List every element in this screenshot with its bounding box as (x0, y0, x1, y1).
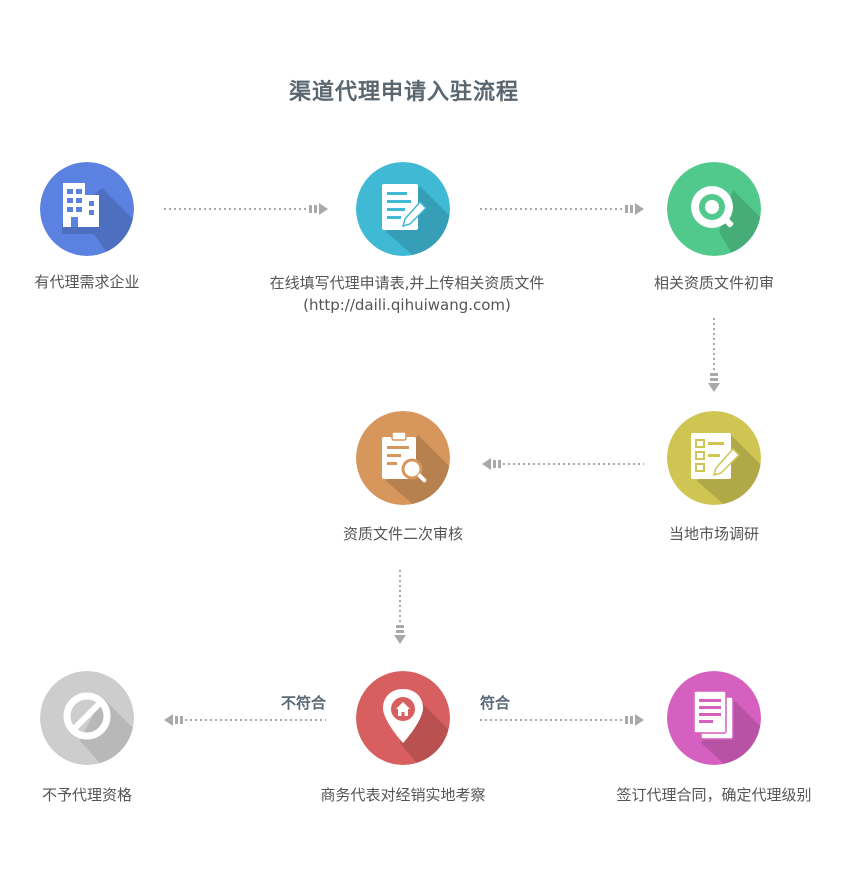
step-6-node (356, 671, 450, 765)
step-1-label: 有代理需求企业 (34, 273, 140, 291)
arrow-step6-to-step8 (480, 714, 644, 726)
step-7-label: 不予代理资格 (41, 786, 132, 804)
step-3-label: 相关资质文件初审 (653, 274, 774, 292)
step-1-node (40, 162, 134, 256)
search-icon (667, 162, 761, 256)
arrow-step1-to-step2 (164, 203, 328, 215)
arrow-step3-to-step4 (708, 318, 720, 392)
building-icon (40, 162, 134, 256)
clipboard-search-icon (356, 411, 450, 505)
arrow-step2-to-step3 (480, 203, 644, 215)
step-8-node (667, 671, 761, 765)
step-5-node (356, 411, 450, 505)
arrow-step5-to-step6 (394, 570, 406, 644)
step-6-label: 商务代表对经销实地考察 (320, 786, 486, 804)
page-title: 渠道代理申请入驻流程 (288, 80, 519, 105)
arrow-step4-to-step5 (482, 458, 644, 470)
step-2-label: 在线填写代理申请表,并上传相关资质文件 (269, 274, 545, 292)
location-home-icon (356, 671, 450, 765)
documents-icon (667, 671, 761, 765)
form-edit-icon (356, 162, 450, 256)
step-4-node (667, 411, 761, 505)
step-5-label: 资质文件二次审核 (342, 525, 463, 543)
step-7-node (40, 671, 134, 765)
step-2-node (356, 162, 450, 256)
checklist-pen-icon (667, 411, 761, 505)
step-3-node (667, 162, 761, 256)
step-2-sublabel: (http://daili.qihuiwang.com) (303, 296, 511, 314)
arrow-step6-to-step7 (164, 714, 326, 726)
decision-reject-label: 不符合 (281, 694, 327, 712)
step-8-label: 签订代理合同，确定代理级别 (616, 786, 812, 804)
prohibited-icon (40, 671, 134, 765)
step-4-label: 当地市场调研 (668, 525, 759, 543)
decision-accept-label: 符合 (480, 694, 511, 712)
